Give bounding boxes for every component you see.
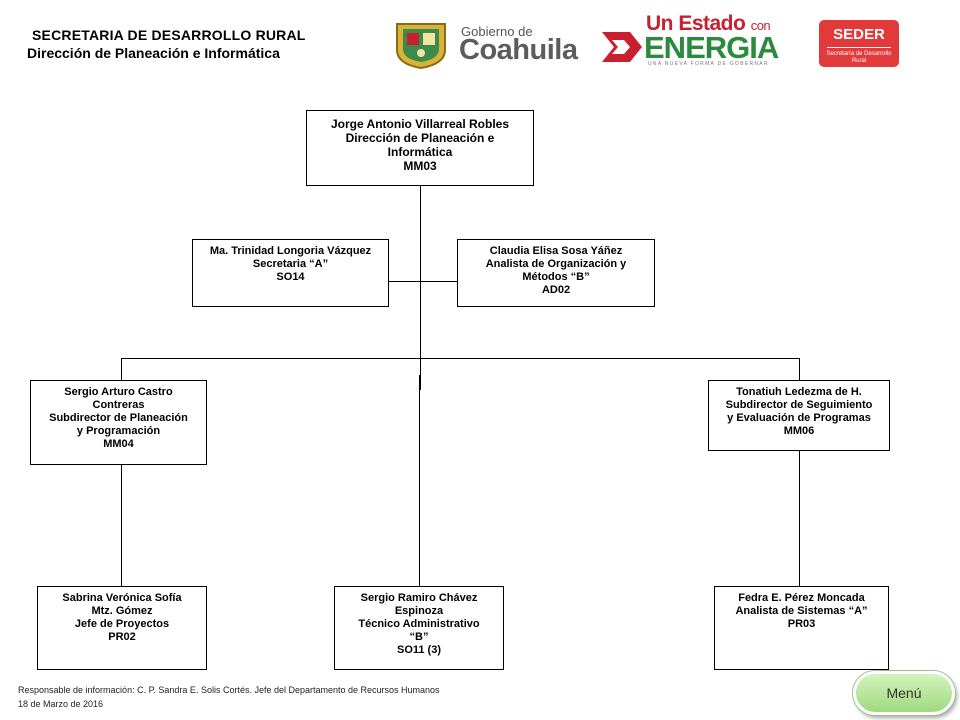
subdir-seguimiento-title-2: y Evaluación de Programas (727, 412, 871, 424)
analista-sistemas-code: PR03 (787, 618, 816, 630)
footer-date: 18 de Marzo de 2016 (18, 699, 104, 709)
seder-subtitle: Secretaría de Desarrollo Rural (826, 51, 892, 64)
tecnico-title-2: “B” (409, 631, 429, 643)
director-code: MM03 (403, 159, 437, 173)
director-name: Jorge Antonio Villarreal Robles (330, 117, 510, 131)
coahuila-shield-icon (393, 20, 449, 70)
connector-left-drop (121, 358, 122, 381)
connector-center-drop (419, 375, 420, 587)
subdir-planeacion-title-1: Subdirector de Planeación (49, 412, 188, 424)
analista-org-name: Claudia Elisa Sosa Yáñez (489, 245, 623, 257)
footer-responsable: Responsable de información: C. P. Sandra… (18, 685, 440, 695)
secretaria-title: Secretaria “A” (252, 258, 329, 270)
jefe-proyectos-name-1: Sabrina Verónica Sofía (62, 592, 182, 604)
secretaria-name: Ma. Trinidad Longoria Vázquez (209, 245, 372, 257)
jefe-proyectos-name-2: Mtz. Gómez (91, 605, 153, 617)
seder-name: SEDER (833, 26, 885, 43)
org-box-jefe-proyectos: Sabrina Verónica Sofía Mtz. Gómez Jefe d… (37, 586, 207, 670)
connector-right-to-analista (799, 450, 800, 587)
subdir-planeacion-title-2: y Programación (76, 425, 161, 437)
org-box-subdir-planeacion: Sergio Arturo Castro Contreras Subdirect… (30, 380, 207, 465)
tecnico-name-1: Sergio Ramiro Chávez (360, 592, 478, 604)
menu-button[interactable]: Menú (853, 671, 955, 715)
connector-level2-horizontal (121, 358, 800, 359)
subdir-planeacion-name-2: Contreras (92, 399, 145, 411)
director-title-2: Informática (387, 145, 453, 159)
tecnico-title-1: Técnico Administrativo (358, 618, 480, 630)
analista-org-code: AD02 (541, 284, 571, 296)
subdir-planeacion-code: MM04 (103, 438, 134, 450)
org-box-analista-organizacion: Claudia Elisa Sosa Yáñez Analista de Org… (457, 239, 655, 307)
director-title-1: Dirección de Planeación e (345, 131, 495, 145)
energia-text: ENERGIA (644, 30, 779, 65)
subdir-planeacion-name-1: Sergio Arturo Castro (64, 386, 173, 398)
subdir-seguimiento-title-1: Subdirector de Seguimiento (725, 399, 873, 411)
analista-sistemas-name: Fedra E. Pérez Moncada (738, 592, 865, 604)
org-box-analista-sistemas: Fedra E. Pérez Moncada Analista de Siste… (714, 586, 889, 670)
analista-org-title-2: Métodos “B” (522, 271, 590, 283)
connector-left-to-jefe (121, 464, 122, 587)
seder-divider (827, 47, 891, 48)
analista-sistemas-title: Analista de Sistemas “A” (735, 605, 868, 617)
un-estado-con-energia-logo: Un Estado con ENERGIA UNA NUEVA FORMA DE… (600, 12, 800, 72)
jefe-proyectos-title: Jefe de Proyectos (74, 618, 170, 630)
un-estado-text: Un Estado con (646, 12, 771, 35)
energia-tagline: UNA NUEVA FORMA DE GOBERNAR (648, 61, 769, 67)
page-title: SECRETARIA DE DESARROLLO RURAL (32, 27, 306, 43)
secretaria-code: SO14 (276, 271, 305, 283)
subdir-seguimiento-name: Tonatiuh Ledezma de H. (736, 386, 862, 398)
gobierno-big-text: Coahuila (459, 34, 578, 66)
analista-org-title-1: Analista de Organización y (485, 258, 627, 270)
energia-arrow-icon (602, 32, 642, 62)
org-box-director: Jorge Antonio Villarreal Robles Direcció… (306, 110, 534, 186)
jefe-proyectos-code: PR02 (108, 631, 136, 643)
tecnico-name-2: Espinoza (394, 605, 444, 617)
gobierno-small-text: Gobierno de (461, 24, 533, 39)
org-box-tecnico-administrativo: Sergio Ramiro Chávez Espinoza Técnico Ad… (334, 586, 504, 670)
connector-staff-horizontal (389, 281, 458, 282)
org-box-subdir-seguimiento: Tonatiuh Ledezma de H. Subdirector de Se… (708, 380, 890, 451)
org-box-secretaria: Ma. Trinidad Longoria Vázquez Secretaria… (192, 239, 389, 307)
page-subtitle: Dirección de Planeación e Informática (27, 45, 280, 61)
seder-logo: SEDER Secretaría de Desarrollo Rural (819, 20, 899, 67)
connector-right-drop (799, 358, 800, 381)
footer-info: Responsable de información: C. P. Sandra… (18, 683, 440, 711)
connector-director-down (420, 185, 421, 390)
gobierno-coahuila-logo: Gobierno de Coahuila (457, 22, 592, 68)
subdir-seguimiento-code: MM06 (783, 425, 815, 437)
tecnico-code: SO11 (3) (396, 644, 442, 656)
